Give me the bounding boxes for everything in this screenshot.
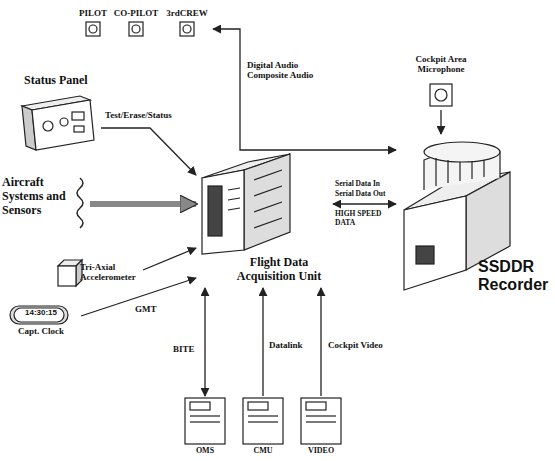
systems-wavy-line [77,178,83,228]
connector-line [101,128,196,175]
fdau-fin [254,218,282,228]
acquisition-unit-label: Flight Data Acquisition Unit [226,256,332,284]
clock-label: 14:30:15 [14,308,68,317]
connector-line [262,288,263,396]
recorder-side [466,172,510,270]
headset-jack [180,22,194,36]
microphone-grille [435,89,447,101]
computer-label: VIDEO [296,446,346,455]
microphone: Cockpit Area Microphone [396,54,487,110]
recorder-unit: SSDDR Recorder [396,134,553,318]
headset-jacks [86,22,194,36]
status-panel-label: Status Panel [24,74,100,88]
panel-knob [43,121,53,131]
fdau-fin [254,170,282,180]
panel-face [32,100,94,150]
headset-jack [86,22,100,36]
connector-label: Test/Erase/Status [104,110,196,120]
recorder-connector [416,246,434,264]
recorder-unit-label: SSDDR Recorder [478,258,552,295]
panel-button [74,126,84,132]
fdau-side [244,154,290,250]
computer-screen [306,402,326,410]
crew-jack: CO-PILOT [112,6,161,40]
connector-line [213,29,396,150]
computer-tower [185,398,225,444]
connector-line [143,248,196,270]
systems-source-label: Aircraft Systems and Sensors [2,176,76,217]
drive-bay [306,421,336,422]
clock-label: Capt. Clock [18,326,80,336]
computer: CMU [240,396,287,458]
connector-line [81,278,196,316]
fdau-slot [228,208,240,210]
panel-display [72,112,84,120]
panel-knob [60,118,68,126]
fdau-front [202,170,244,254]
fdau-fin [254,202,282,212]
connector-label: Cockpit Video [327,340,395,350]
crew-jack-label: 3rdCREW [162,8,212,18]
crew-jack-label: PILOT [76,8,110,18]
recorder-front [404,196,466,290]
fdau-fin [254,186,282,196]
drive-bay [190,421,220,422]
connector-line [440,110,441,134]
connector-label: HIGH SPEED DATA [334,210,396,227]
module-band [459,162,460,181]
clock: 14:30:15Capt. Clock [8,304,81,340]
fdau-connector [208,186,222,236]
connector-label: Digital Audio Composite Audio [246,60,330,81]
connector-line [333,203,396,204]
accelerometer-label: Tri-Axial Accelerometer [80,262,142,283]
connector-label: GMT [134,304,166,314]
signal-flow-arrow [90,201,196,207]
accelerometer-drawing [58,260,82,286]
drive-bay [248,421,278,422]
module-band [447,160,448,183]
crew-jack: 3rdCREW [162,6,213,40]
fdau-slot [228,198,240,200]
module-band [483,160,484,177]
connector-label: BITE [172,344,204,354]
computer: VIDEO [296,396,347,458]
module-band [471,162,472,179]
status-panel-drawing [22,96,94,150]
drive-bay [306,415,336,416]
status-panel: Status Panel [14,74,101,154]
computer-drawings [185,398,341,444]
jack-socket [183,25,191,33]
connector-line [204,288,205,396]
module-band [435,158,436,186]
fdau-slot [228,188,240,190]
computer-label: OMS [182,446,228,455]
jack-socket [89,25,97,33]
cube-front [58,266,76,286]
crew-jack: PILOT [76,6,111,40]
connector-line [320,288,321,396]
connector-label: Datalink [268,340,314,350]
computer-screen [248,402,268,410]
clock-drawing [10,306,68,324]
computer-label: CMU [240,446,286,455]
computer-tower [243,398,283,444]
drive-bay [248,415,278,416]
headset-jack [129,22,143,36]
acquisition-unit: Flight Data Acquisition Unit [196,148,333,288]
microphone-drawing [430,84,452,106]
signal-name: Serial Data In [334,180,398,189]
clock-case [10,306,68,324]
computer-screen [190,402,210,410]
accelerometer: Tri-Axial Accelerometer [54,256,143,290]
microphone-housing [430,84,452,106]
jack-socket [132,25,140,33]
computer-tower [301,398,341,444]
microphone-label: Cockpit Area Microphone [396,54,486,75]
signal-name: Serial Data Out [334,190,398,199]
crew-jack-label: CO-PILOT [112,8,160,18]
drive-bay [190,415,220,416]
systems-source: Aircraft Systems and Sensors [2,176,90,232]
computer: OMS [182,396,229,458]
fdau-drawing [202,154,290,254]
